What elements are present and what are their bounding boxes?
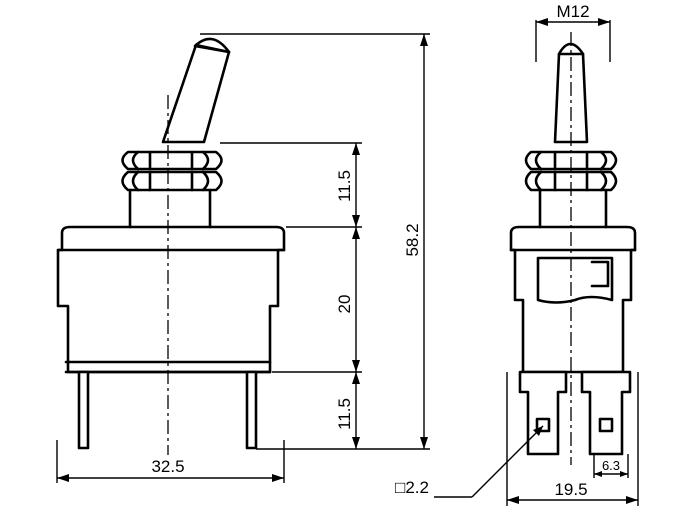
switch-body	[56, 225, 286, 374]
side-terminals	[518, 370, 632, 456]
terminal-length-label: 11.5	[335, 398, 354, 430]
front-view	[56, 37, 286, 455]
threaded-bushing	[128, 188, 212, 229]
overall-height-label: 58.2	[403, 223, 422, 256]
hole-size-label: □2.2	[395, 478, 429, 497]
side-hex-nut	[524, 150, 618, 192]
side-body	[509, 225, 637, 374]
side-width-dimensions	[506, 372, 639, 506]
extension-lines	[56, 33, 430, 483]
bushing-height-label: 11.5	[335, 170, 354, 202]
body-depth-label: 19.5	[554, 480, 587, 499]
side-view	[509, 32, 637, 465]
toggle-lever	[161, 37, 231, 144]
body-width-label: 32.5	[151, 457, 184, 476]
thread-dimension	[535, 18, 611, 62]
vertical-dimension-lines	[352, 34, 428, 449]
side-lever	[553, 42, 589, 144]
width-dimension-line	[57, 474, 284, 482]
terminal-width-label: 6.3	[602, 458, 620, 473]
hex-nut	[121, 150, 223, 192]
body-height-label: 20	[335, 295, 354, 314]
hole-leader	[434, 425, 544, 498]
thread-label: M12	[556, 2, 589, 21]
front-terminals	[77, 370, 258, 450]
